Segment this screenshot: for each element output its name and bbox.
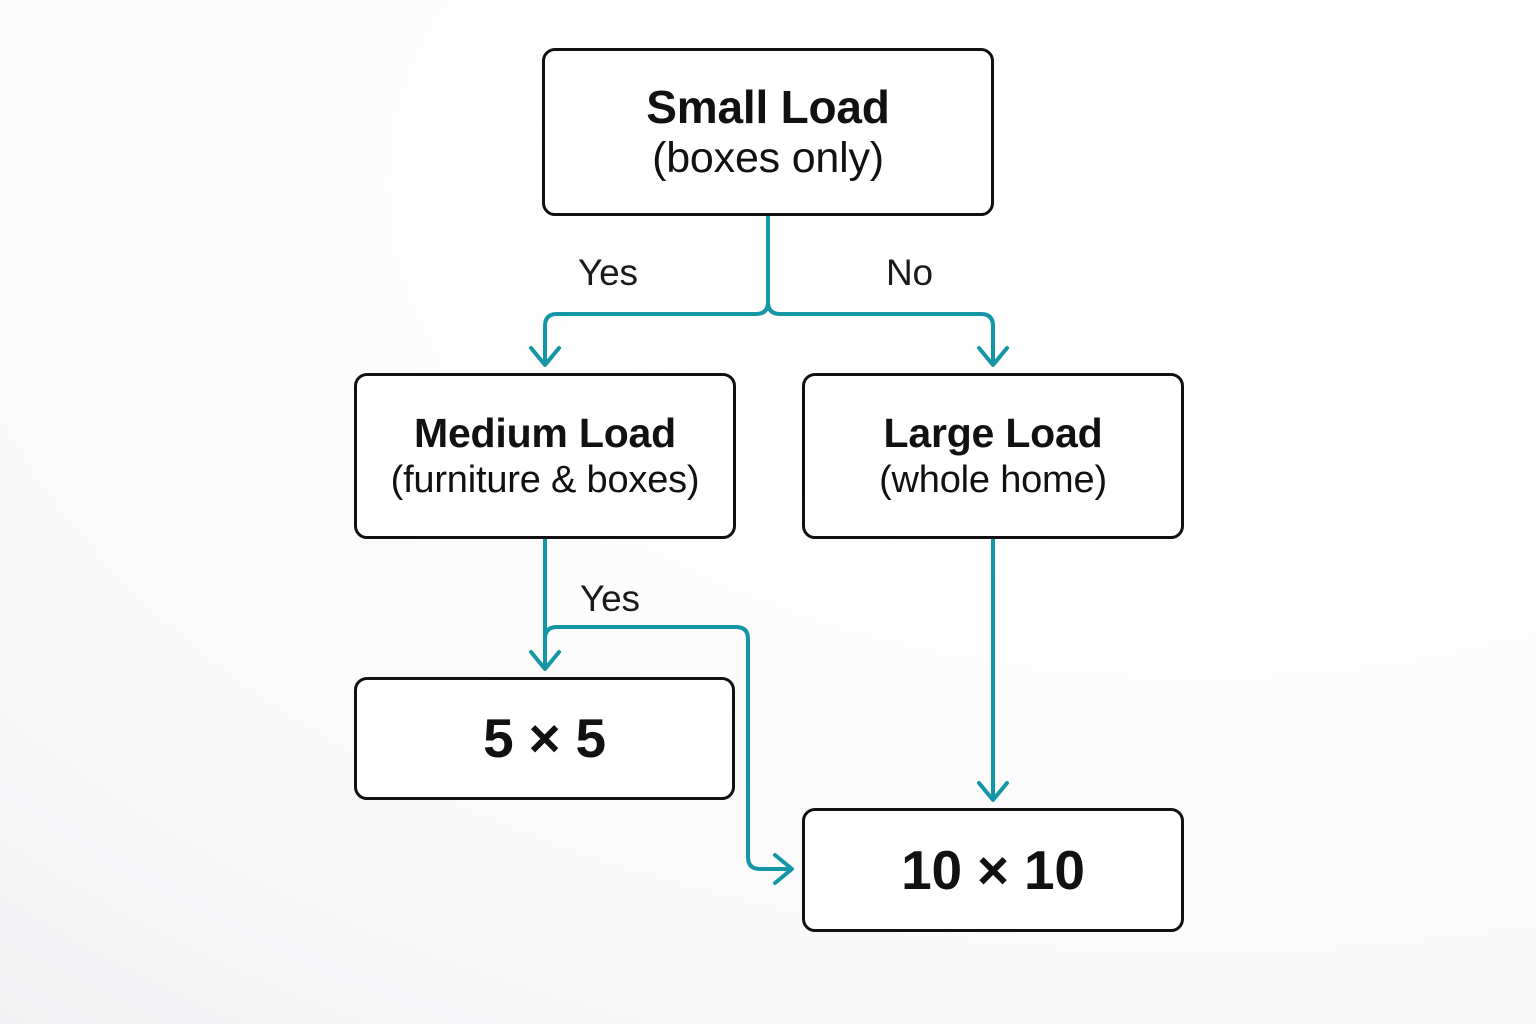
arrowhead-to-10x10-top <box>977 781 1009 802</box>
node-result-10x10[interactable]: 10 × 10 <box>802 808 1184 932</box>
node-medium-load-subtitle: (furniture & boxes) <box>390 458 700 501</box>
edge-label-small-load-yes: Yes <box>578 252 638 293</box>
edge-label-medium-load-yes: Yes <box>580 578 640 619</box>
node-large-load-title: Large Load <box>883 410 1103 457</box>
arrowhead-to-medium-load <box>529 346 561 367</box>
node-small-load-subtitle: (boxes only) <box>652 133 884 182</box>
node-medium-load[interactable]: Medium Load (furniture & boxes) <box>354 373 736 539</box>
arrowhead-to-5x5 <box>529 650 561 671</box>
arrowhead-to-large-load <box>977 346 1009 367</box>
connector-small-yes-branch <box>543 300 770 364</box>
node-result-5x5-title: 5 × 5 <box>483 707 606 770</box>
connector-small-no-branch <box>766 300 995 364</box>
node-large-load-subtitle: (whole home) <box>879 458 1107 501</box>
node-medium-load-title: Medium Load <box>413 410 677 457</box>
node-result-5x5[interactable]: 5 × 5 <box>354 677 735 800</box>
node-small-load-title: Small Load <box>646 80 890 133</box>
edge-label-small-load-no: No <box>886 252 933 293</box>
arrowhead-to-10x10-left <box>773 853 794 885</box>
node-small-load[interactable]: Small Load (boxes only) <box>542 48 994 216</box>
node-large-load[interactable]: Large Load (whole home) <box>802 373 1184 539</box>
node-result-10x10-title: 10 × 10 <box>901 838 1085 901</box>
